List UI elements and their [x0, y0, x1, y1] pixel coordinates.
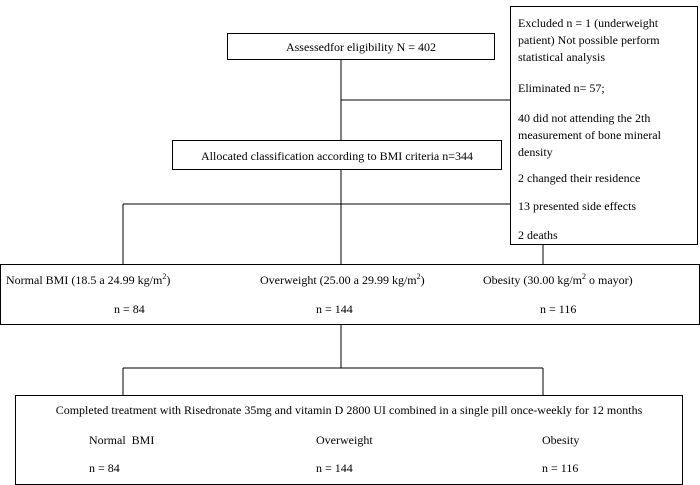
completed-overweight-label: Overweight — [316, 433, 373, 447]
group-overweight-label-text: Overweight (25.00 a 29.99 kg/m — [260, 273, 417, 287]
completed-label: Completed treatment with Risedronate 35m… — [55, 403, 643, 417]
changed-residence-text: 2 changed their residence — [518, 171, 641, 185]
completed-obesity-label: Obesity — [542, 433, 580, 447]
deaths-text: 2 deaths — [518, 228, 558, 242]
group-overweight-label-close: ) — [420, 273, 425, 287]
completed-overweight-n: n = 144 — [316, 461, 353, 475]
allocated-label: Allocated classification according to BM… — [200, 149, 473, 163]
group-overweight-n: n = 144 — [316, 302, 353, 316]
group-overweight-sup: 2 — [416, 272, 421, 281]
group-normal-n: n = 84 — [114, 302, 145, 316]
eliminated-text: Eliminated n= 57; — [518, 81, 605, 95]
group-obesity-label-text: Obesity (30.00 kg/m — [483, 273, 582, 287]
completed-obesity-n: n = 116 — [542, 461, 579, 475]
group-normal-label-text: Normal BMI (18.5 a 24.99 kg/m — [6, 273, 163, 287]
assessed-label: Assessedfor eligibility N = 402 — [285, 40, 437, 54]
not-attending-text: 40 did not attending the 2th measurement… — [518, 111, 661, 159]
group-overweight-label: Overweight (25.00 a 29.99 kg/m2) — [260, 272, 425, 288]
group-obesity-n: n = 116 — [540, 302, 577, 316]
group-normal-sup: 2 — [162, 272, 167, 281]
groups-box: Normal BMI (18.5 a 24.99 kg/m2) Overweig… — [0, 264, 700, 325]
excluded-text: Excluded n = 1 (underweight patient) Not… — [518, 16, 660, 64]
exclusion-box: Excluded n = 1 (underweight patient) Not… — [510, 6, 698, 245]
group-obesity-label-close: o mayor) — [586, 273, 633, 287]
group-obesity-label: Obesity (30.00 kg/m2 o mayor) — [483, 272, 633, 288]
assessed-box: Assessedfor eligibility N = 402 — [227, 33, 495, 60]
completed-box: Completed treatment with Risedronate 35m… — [15, 395, 683, 485]
group-normal-label: Normal BMI (18.5 a 24.99 kg/m2) — [6, 272, 171, 288]
group-normal-label-close: ) — [166, 273, 171, 287]
side-effects-text: 13 presented side effects — [518, 199, 637, 213]
completed-normal-n: n = 84 — [89, 461, 120, 475]
allocated-box: Allocated classification according to BM… — [172, 140, 502, 170]
completed-normal-label: Normal BMI — [89, 433, 155, 447]
group-obesity-sup: 2 — [582, 272, 586, 281]
